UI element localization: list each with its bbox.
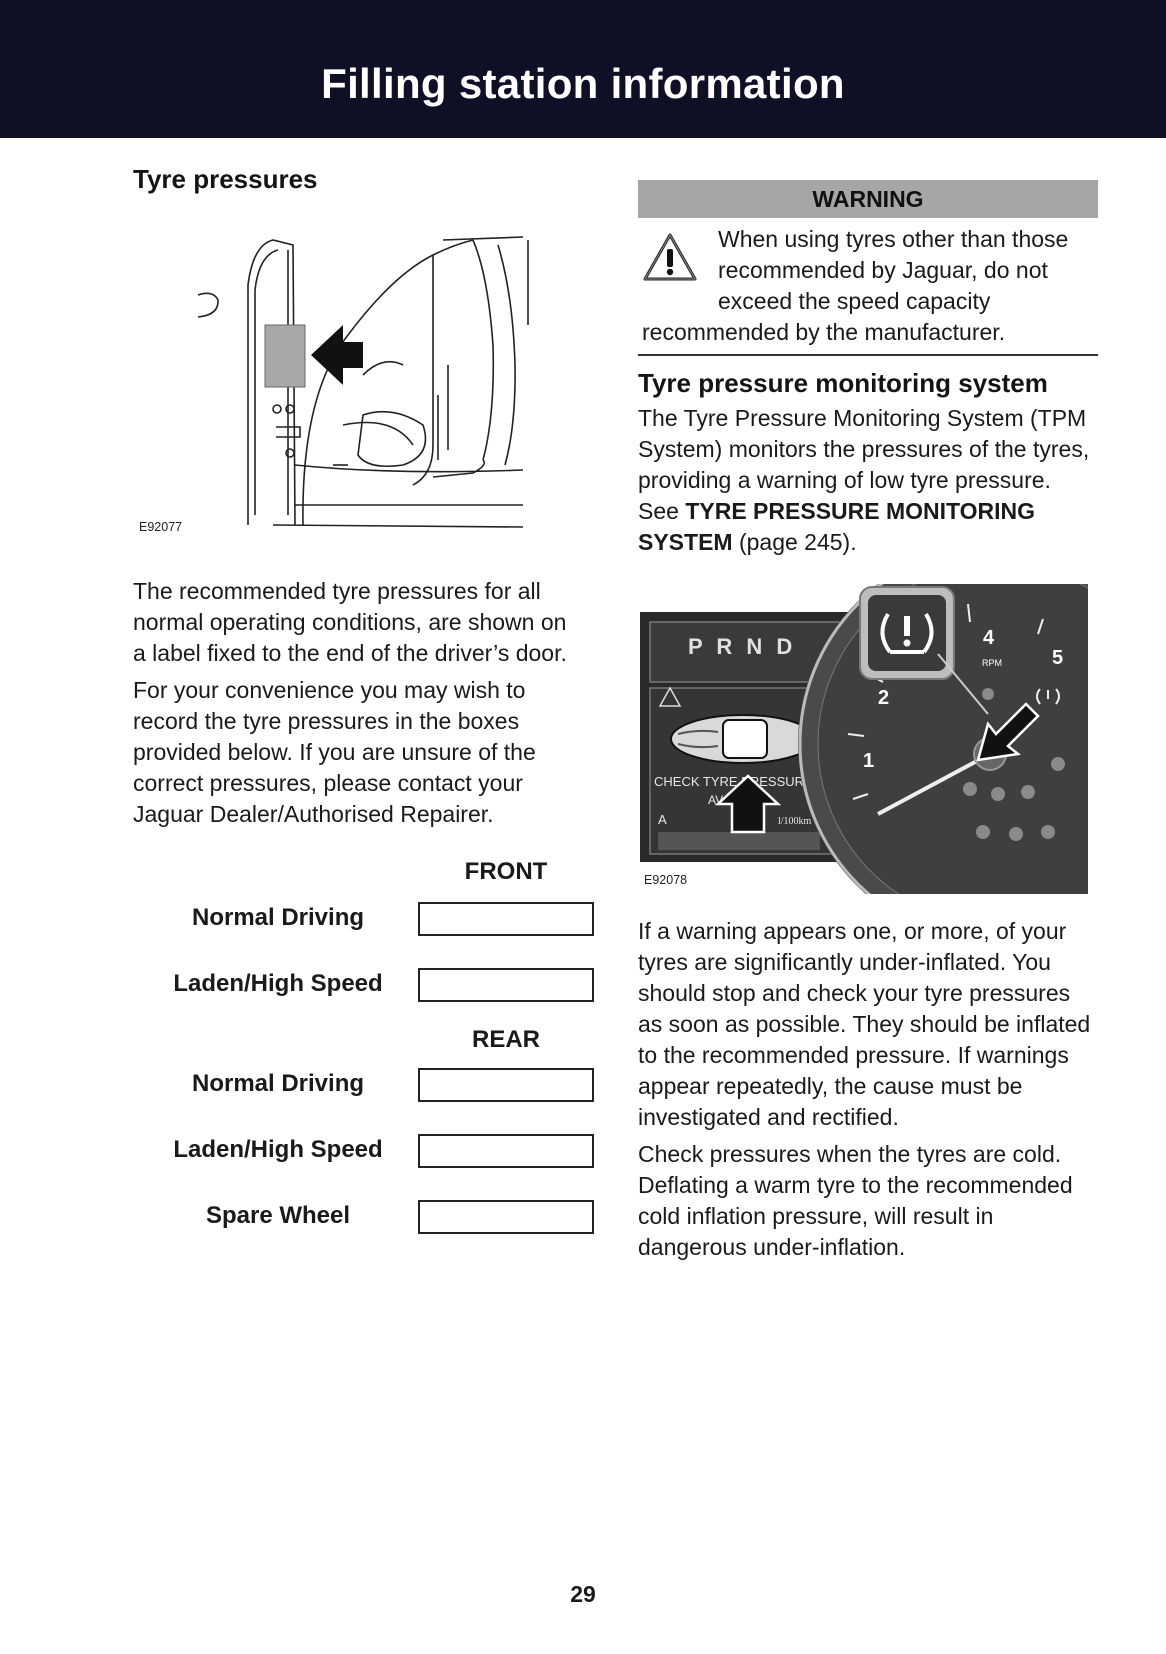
warning-triangle-icon [643, 233, 697, 281]
instrument-cluster-illustration: P R N D CHECK TYRE PRESSURE AVG FUEL A l… [640, 544, 1166, 944]
dial-number-1: 1 [863, 750, 874, 772]
row-label: Laden/High Speed [173, 970, 383, 997]
front-normal-input[interactable] [418, 902, 594, 936]
tpms-page-ref: (page 245). [732, 529, 857, 555]
page-number: 29 [570, 1581, 596, 1607]
front-label: FRONT [464, 858, 548, 885]
figure-id: E92077 [139, 520, 183, 534]
fuel-unit-label: l/100km [778, 816, 812, 827]
dial-number-4: 4 [983, 627, 995, 649]
warning-line: exceed the speed capacity [718, 288, 991, 314]
warning-line: recommended by Jaguar, do not [718, 257, 1048, 283]
spare-wheel-input[interactable] [418, 1200, 594, 1234]
tpms-intro-text: The Tyre Pressure Monitoring System (TPM… [638, 405, 1090, 524]
check-tyre-pressure-message: CHECK TYRE PRESSURE [654, 774, 813, 789]
row-label: Spare Wheel [205, 1202, 351, 1229]
rpm-label: RPM [982, 658, 1002, 668]
gear-indicator: P R N D [688, 634, 796, 659]
door-label-figure: E92077 [133, 215, 603, 540]
tpms-heading: Tyre pressure monitoring system [638, 368, 1048, 398]
rear-label: REAR [471, 1026, 540, 1053]
front-normal-row: Normal Driving [133, 902, 603, 938]
warning-appears-paragraph: If a warning appears one, or more, of yo… [638, 918, 1091, 1130]
trip-a-label: A [658, 812, 667, 827]
dial-number-5: 5 [1052, 647, 1063, 669]
rear-normal-input[interactable] [418, 1068, 594, 1102]
warning-box: When using tyres other than those recomm… [638, 218, 1098, 356]
spare-wheel-row: Spare Wheel [133, 1200, 603, 1236]
warning-line: recommended by the manufacturer. [642, 319, 1006, 345]
instrument-cluster-figure: P R N D CHECK TYRE PRESSURE AVG FUEL A l… [638, 544, 1166, 944]
page-title: Filling station information [321, 60, 845, 107]
dial-number-2: 2 [878, 687, 889, 709]
record-pressures-paragraph: For your convenience you may wish to rec… [133, 677, 536, 827]
tpms-warning-icon [880, 612, 934, 654]
row-label: Normal Driving [191, 904, 365, 931]
tpms-intro-paragraph: The Tyre Pressure Monitoring System (TPM… [638, 403, 1098, 558]
warning-text: When using tyres other than those recomm… [642, 224, 1094, 348]
tyre-pressures-heading: Tyre pressures [133, 164, 318, 194]
tpms-small-icon [1036, 688, 1060, 705]
recommended-pressures-paragraph: The recommended tyre pressures for all n… [133, 578, 567, 666]
tpms-cross-reference-link[interactable]: TYRE PRESSURE MONITORING SYSTEM [638, 498, 1036, 555]
warning-title: WARNING [638, 180, 1098, 218]
warning-line: When using tyres other than those [718, 226, 1069, 252]
door-illustration [197, 236, 529, 528]
page-header: Filling station information [0, 0, 1166, 138]
front-laden-input[interactable] [418, 968, 594, 1002]
left-column: Tyre pressures [133, 160, 603, 830]
right-column: WARNING When using tyres other than thos… [638, 180, 1166, 1263]
car-top-view-icon [670, 714, 816, 764]
row-label: Laden/High Speed [173, 1136, 383, 1163]
row-label: Normal Driving [191, 1070, 365, 1097]
rear-laden-input[interactable] [418, 1134, 594, 1168]
rear-laden-row: Laden/High Speed [133, 1134, 603, 1170]
figure-id: E92078 [644, 873, 688, 887]
rear-normal-row: Normal Driving [133, 1068, 603, 1104]
front-laden-row: Laden/High Speed [133, 968, 603, 1004]
check-cold-paragraph: Check pressures when the tyres are cold.… [638, 1141, 1073, 1260]
